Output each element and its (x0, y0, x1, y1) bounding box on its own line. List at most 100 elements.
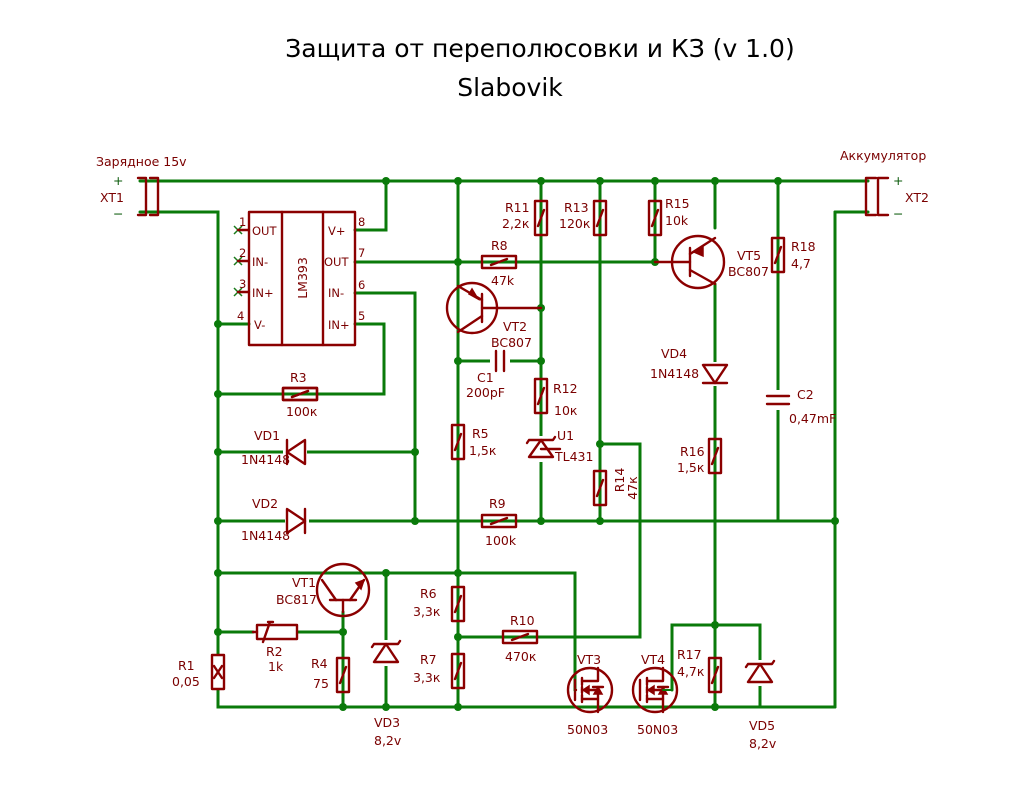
r7-value: 3,3к (413, 670, 441, 685)
r8-ref: R8 (491, 238, 508, 253)
regulator-u1: U1 TL431 (525, 428, 593, 464)
svg-text:+: + (113, 173, 123, 188)
transistor-vt5: VT5 BC807 (653, 234, 769, 290)
svg-text:OUT: OUT (252, 224, 277, 238)
svg-text:−: − (113, 206, 123, 221)
r6-ref: R6 (420, 586, 437, 601)
svg-text:R1: R1 (178, 658, 195, 673)
svg-text:2: 2 (239, 246, 246, 260)
r17-ref: R17 (677, 647, 702, 662)
svg-text:7: 7 (358, 246, 365, 260)
r18-ref: R18 (791, 239, 816, 254)
diode-vd4: VD4 1N4148 (650, 346, 729, 386)
svg-text:VD3: VD3 (374, 715, 400, 730)
svg-text:R2: R2 (266, 644, 283, 659)
svg-text:1N4148: 1N4148 (650, 366, 699, 381)
svg-text:XT2: XT2 (905, 190, 929, 205)
zener-vd5: VD5 8,2v (744, 659, 777, 751)
transistor-vt1: VT1 BC817 (276, 562, 371, 618)
zener-vd3: VD3 8,2v (370, 639, 402, 748)
svg-text:8: 8 (358, 215, 365, 229)
resistor-r6 (450, 585, 466, 623)
svg-text:Аккумулятор: Аккумулятор (840, 148, 926, 163)
svg-text:C2: C2 (797, 387, 814, 402)
r14-ref: R14 (612, 468, 627, 493)
resistor-r16 (707, 437, 723, 475)
r10-value: 470к (505, 649, 537, 664)
capacitor-c1: C1 200pF (466, 349, 510, 400)
ic-lm393: LM393 1 OUT 2 IN- 3 IN+ 4 V- 8 V+ 7 OUT … (233, 210, 365, 347)
vt4-ref: VT4 (641, 652, 665, 667)
resistor-r13 (592, 199, 608, 237)
svg-text:IN-: IN- (252, 255, 268, 269)
r12-value: 10к (554, 403, 578, 418)
r12-ref: R12 (553, 381, 578, 396)
svg-text:Зарядное 15v: Зарядное 15v (96, 154, 187, 169)
svg-text:VD4: VD4 (661, 346, 687, 361)
r11-ref: R11 (505, 200, 530, 215)
diode-vd2: VD2 1N4148 (241, 496, 309, 543)
r16-ref: R16 (680, 444, 705, 459)
svg-text:−: − (893, 206, 903, 221)
svg-text:V-: V- (254, 318, 265, 332)
r9-ref: R9 (489, 496, 506, 511)
vt3-value: 50N03 (567, 722, 608, 737)
r15-value: 10k (665, 213, 689, 228)
svg-text:0,05: 0,05 (172, 674, 200, 689)
svg-text:BC817: BC817 (276, 592, 317, 607)
r18-value: 4,7 (791, 256, 811, 271)
resistor-r11 (533, 199, 549, 237)
svg-text:VT1: VT1 (292, 575, 316, 590)
r14-value: 47к (625, 476, 640, 500)
svg-text:IN-: IN- (328, 286, 344, 300)
resistor-r3 (281, 386, 319, 402)
svg-text:1N4148: 1N4148 (241, 528, 290, 543)
svg-text:8,2v: 8,2v (374, 733, 402, 748)
resistor-r14 (592, 469, 608, 507)
r3-value: 100к (286, 404, 318, 419)
svg-text:OUT: OUT (324, 255, 349, 269)
resistor-r18 (770, 236, 786, 274)
svg-text:BC807: BC807 (491, 335, 532, 350)
r9-value: 100k (485, 533, 517, 548)
r6-value: 3,3к (413, 604, 441, 619)
transistor-vt2: VT2 BC807 (445, 281, 543, 350)
svg-text:3: 3 (239, 277, 246, 291)
resistor-r8 (480, 254, 518, 270)
svg-text:VD1: VD1 (254, 428, 280, 443)
vt4-value: 50N03 (637, 722, 678, 737)
r8-value: 47k (491, 273, 515, 288)
resistor-r9 (480, 513, 518, 529)
svg-text:LM393: LM393 (295, 257, 310, 299)
r11-value: 2,2к (502, 216, 530, 231)
svg-text:VD5: VD5 (749, 718, 775, 733)
connector-xt1: + − XT1 Зарядное 15v (96, 154, 187, 221)
r3-ref: R3 (290, 370, 307, 385)
resistor-r1: R1 0,05 (172, 653, 226, 691)
resistor-r2: R2 1k (251, 620, 299, 674)
svg-text:VD2: VD2 (252, 496, 278, 511)
svg-text:TL431: TL431 (554, 449, 593, 464)
r4-ref: R4 (311, 656, 328, 671)
resistor-r17 (707, 656, 723, 694)
r17-value: 4,7к (677, 664, 705, 679)
svg-text:200pF: 200pF (466, 385, 505, 400)
svg-text:6: 6 (358, 278, 365, 292)
r10-ref: R10 (510, 613, 535, 628)
resistor-r12 (533, 377, 549, 415)
svg-text:1k: 1k (268, 659, 284, 674)
resistor-r5 (450, 423, 466, 461)
svg-text:BC807: BC807 (728, 264, 769, 279)
r13-value: 120к (559, 216, 591, 231)
r5-value: 1,5к (469, 443, 497, 458)
svg-text:4: 4 (237, 309, 244, 323)
svg-text:5: 5 (358, 309, 365, 323)
diagram-title: Защита от переполюсовки и КЗ (v 1.0) (285, 34, 794, 63)
mosfet-vt4 (631, 666, 679, 714)
junction-dots (214, 177, 839, 711)
r7-ref: R7 (420, 652, 437, 667)
svg-text:C1: C1 (477, 370, 494, 385)
svg-text:VT2: VT2 (503, 319, 527, 334)
svg-text:8,2v: 8,2v (749, 736, 777, 751)
